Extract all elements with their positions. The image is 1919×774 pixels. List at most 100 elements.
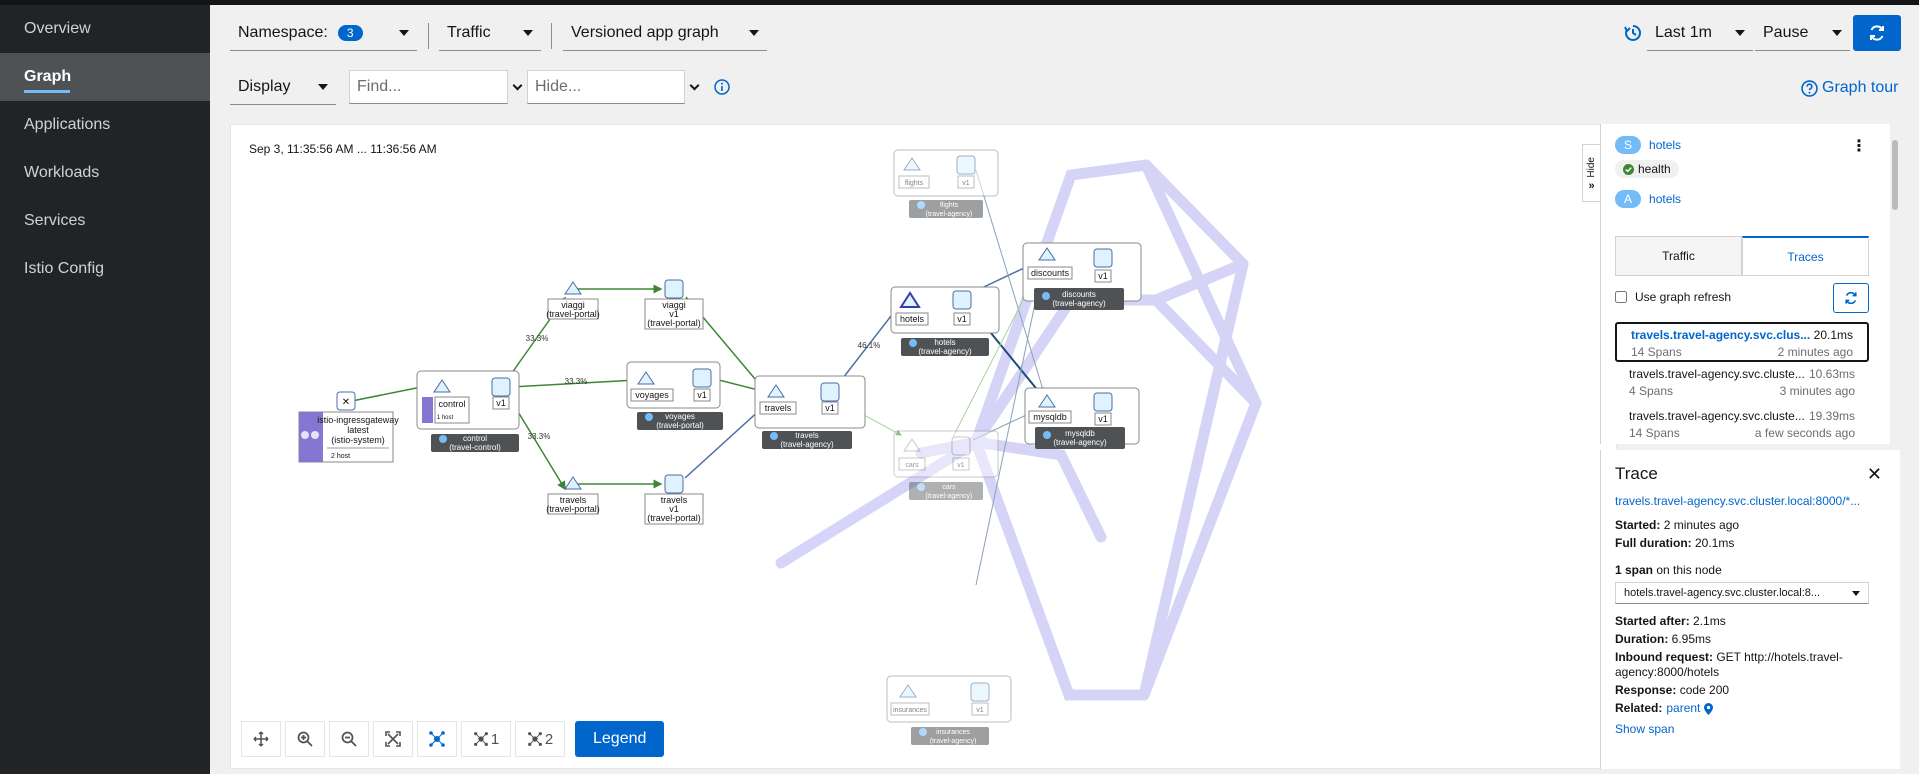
node-label: v1 [669,309,679,319]
zoom-out-icon [341,731,357,747]
display-dropdown[interactable]: Display [230,69,336,105]
side-panel: S hotels ⋮ health A hotels Traffic Trace… [1600,124,1900,444]
tab-traffic[interactable]: Traffic [1615,236,1742,275]
divider [428,23,429,49]
graph-tour-link[interactable]: Graph tour [1801,79,1898,97]
node-label: v1 [1098,271,1108,281]
sidebar-item-overview[interactable]: Overview [24,20,91,37]
mysqldb-node[interactable]: mysqldb v1 mysqldb (travel-agency) [1024,387,1140,449]
layout-2-button[interactable]: 2 [515,721,565,757]
layout-default-button[interactable] [417,721,457,757]
sidebar-item-istio-config[interactable]: Istio Config [24,260,105,277]
sidebar-item-workloads[interactable]: Workloads [24,164,100,181]
node-label: istio-ingressgateway [317,415,399,425]
node-label: (travel-agency) [918,347,972,356]
duration-label: Last 1m [1655,23,1712,41]
hide-input[interactable] [535,78,677,96]
insurances-node[interactable]: insurances v1 insurances (travel-agency) [886,675,1012,745]
node-label: v1 [496,398,506,408]
node-label: (travel-portal) [546,309,600,319]
trace-row[interactable]: travels.travel-agency.svc.clus...20.1ms … [1615,322,1869,362]
layout-1-button[interactable]: 1 [461,721,511,757]
trace-link[interactable]: travels.travel-agency.svc.cluster.local:… [1615,494,1861,508]
viaggi-node[interactable]: viaggi (travel-portal) viaggi v1 (travel… [546,279,704,330]
health-chip: health [1615,160,1679,178]
travels-agency-node[interactable]: travels v1 travels (travel-agency) [754,375,866,449]
info-icon[interactable] [714,79,730,98]
service-link[interactable]: hotels [1649,138,1682,152]
hide-panel-tab[interactable]: Hide » [1582,144,1600,202]
trace-ago: 3 minutes ago [1779,384,1855,398]
node-label: flights [905,180,924,187]
node-label: (travel-portal) [656,421,704,430]
node-label: (travel-agency) [1052,299,1106,308]
trace-highlight [775,159,1262,701]
traces-refresh-button[interactable] [1833,283,1869,313]
zoom-in-button[interactable] [285,721,325,757]
show-span-link[interactable]: Show span [1615,722,1675,736]
node-label: travels [795,431,819,440]
traffic-dropdown[interactable]: Traffic [439,15,541,51]
trace-spans: 4 Spans [1629,384,1674,398]
app-link[interactable]: hotels [1649,192,1682,206]
edge-label-viaggi: 33.3% [526,334,549,343]
svg-text:✕: ✕ [342,397,350,408]
trace-row[interactable]: travels.travel-agency.svc.cluste...10.63… [1615,363,1869,403]
cars-node[interactable]: cars v1 cars (travel-agency) [893,430,999,500]
node-label: v1 [1098,414,1108,424]
edge-label-travels: 33.3% [528,432,551,441]
control-app-node[interactable]: control 1 host v1 control (travel-contro… [416,370,520,452]
namespace-dropdown[interactable]: Namespace: 3 [230,15,417,51]
hide-history-chevron-icon[interactable] [686,70,702,104]
panel-scrollbar[interactable] [1890,124,1900,444]
panel-tabs: Traffic Traces [1615,236,1869,276]
trace-row[interactable]: travels.travel-agency.svc.cluste...19.39… [1615,405,1869,444]
tab-traces[interactable]: Traces [1742,236,1869,275]
sidebar-item-services[interactable]: Services [24,212,86,229]
layout-2-label: 2 [544,730,554,748]
namespace-count-badge: 3 [337,24,363,41]
main-content: Namespace: 3 Traffic Versioned app graph… [210,5,1919,774]
node-label: mysqldb [1033,412,1067,422]
kebab-menu-icon[interactable]: ⋮ [1851,138,1867,155]
find-history-chevron-icon[interactable] [509,70,525,104]
hotels-node[interactable]: hotels v1 hotels (travel-agency) [890,286,1000,356]
move-icon [253,731,269,747]
span-select[interactable]: hotels.travel-agency.svc.cluster.local:8… [1615,582,1869,604]
fit-to-screen-button[interactable] [373,721,413,757]
graph-type-dropdown[interactable]: Versioned app graph [563,15,767,51]
history-icon[interactable] [1623,23,1643,46]
related-label: Related: [1615,701,1663,715]
sidebar-item-applications[interactable]: Applications [24,116,111,133]
pan-button[interactable] [241,721,281,757]
topology-icon [429,731,445,747]
inbound-value: GET http://hotels.travel-agency:8000/hot… [1615,650,1843,679]
duration-dropdown[interactable]: Last 1m [1647,15,1753,51]
discounts-node[interactable]: discounts v1 discounts (travel-agency) [1022,242,1142,310]
related-parent-link[interactable]: parent [1666,701,1701,715]
refresh-button[interactable] [1853,15,1901,51]
trace-ago: a few seconds ago [1754,426,1855,440]
voyages-node[interactable]: voyages v1 voyages (travel-portal) [626,361,723,430]
namespace-label: Namespace: [238,23,328,41]
node-label: mysqldb [1065,429,1095,438]
travels-portal-node[interactable]: travels (travel-portal) travels v1 (trav… [546,474,704,525]
edge-label-voyages: 33.3% [565,377,588,386]
zoom-out-button[interactable] [329,721,369,757]
service-row: S hotels [1615,136,1681,154]
full-duration-label: Full duration: [1615,536,1692,550]
legend-button[interactable]: Legend [575,721,665,757]
refresh-interval-dropdown[interactable]: Pause [1755,15,1850,51]
graph-canvas[interactable]: Sep 3, 11:35:56 AM ... 11:36:56 AM [230,124,1617,769]
find-input[interactable] [357,78,500,96]
caret-down-icon [318,83,328,90]
ingress-gateway-node[interactable]: ✕ istio-ingressgateway latest (istio-sys… [298,391,399,463]
use-refresh-checkbox[interactable] [1615,291,1627,303]
node-label: hotels [900,314,925,324]
edge-label-hotels: 46.1% [858,341,881,350]
sidebar-item-graph[interactable]: Graph [0,53,210,101]
node-label: v1 [825,403,835,413]
flights-node[interactable]: flights v1 flights (travel-agency) [893,149,999,218]
close-icon[interactable]: ✕ [1866,464,1882,484]
node-label: viaggi [662,300,686,310]
